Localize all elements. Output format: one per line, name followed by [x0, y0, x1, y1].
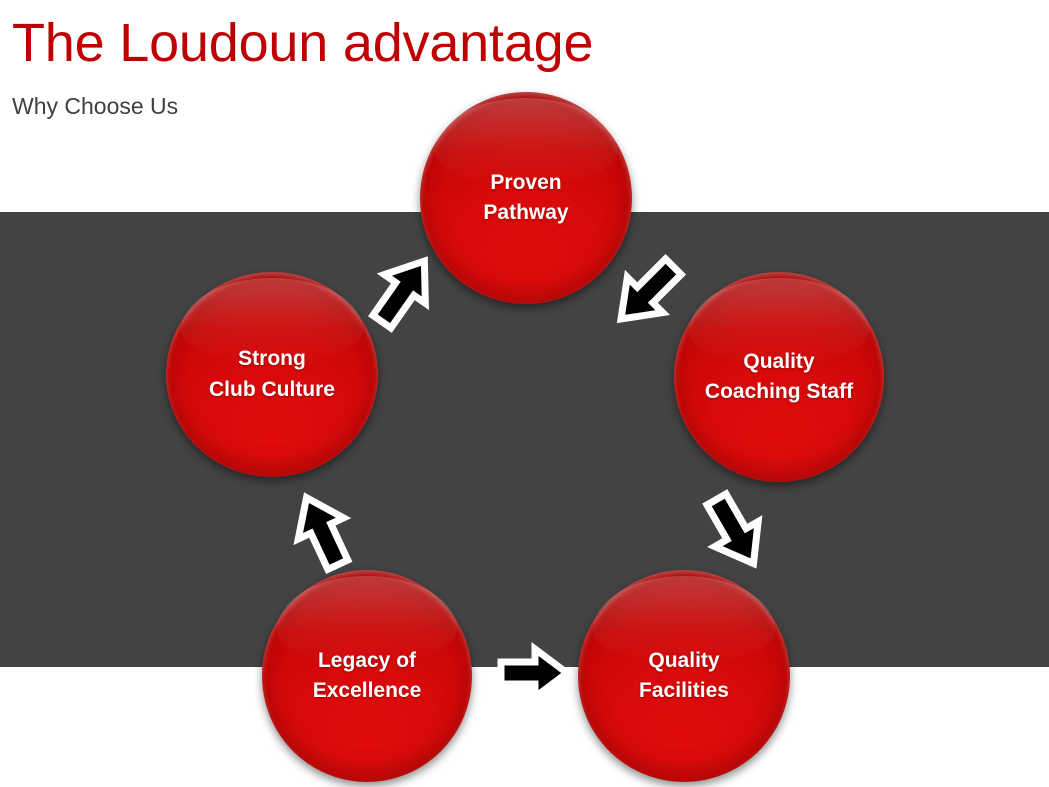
cycle-node-label: Strong Club Culture	[195, 344, 349, 405]
cycle-node-line-1: Strong	[238, 347, 306, 371]
cycle-node-line-1: Legacy of	[317, 648, 417, 672]
arrow-down-right-icon	[605, 245, 695, 335]
cycle-node-label: Quality Coaching Staff	[691, 347, 867, 408]
page-title: The Loudoun advantage	[12, 13, 594, 73]
cycle-node-label: Quality Facilities	[625, 646, 743, 707]
cycle-node-line-2: Pathway	[483, 201, 569, 224]
cycle-node-legacy-of-excellence[interactable]: Legacy of Excellence	[262, 570, 472, 782]
cycle-node-line-1: Quality	[743, 349, 815, 373]
arrow-up-right-icon	[357, 248, 447, 338]
cycle-node-line-1: Quality	[648, 648, 720, 672]
cycle-node-proven-pathway[interactable]: Proven Pathway	[420, 92, 632, 304]
cycle-node-quality-coaching-staff[interactable]: Quality Coaching Staff	[674, 272, 884, 482]
cycle-node-line-2: Facilities	[639, 679, 729, 702]
cycle-node-line-2: Coaching Staff	[704, 380, 854, 403]
arrow-down-left-icon	[688, 483, 778, 573]
cycle-node-strong-club-culture[interactable]: Strong Club Culture	[166, 272, 378, 477]
page-subtitle: Why Choose Us	[12, 93, 179, 119]
cycle-node-line-2: Excellence	[312, 679, 422, 702]
cycle-node-label: Proven Pathway	[469, 168, 582, 229]
arrow-up-left-icon	[278, 488, 368, 578]
cycle-node-label: Legacy of Excellence	[299, 646, 436, 707]
cycle-node-line-1: Proven	[490, 170, 562, 194]
cycle-node-quality-facilities[interactable]: Quality Facilities	[578, 570, 790, 782]
arrow-left-icon	[492, 628, 573, 718]
cycle-node-line-2: Club Culture	[209, 377, 335, 401]
